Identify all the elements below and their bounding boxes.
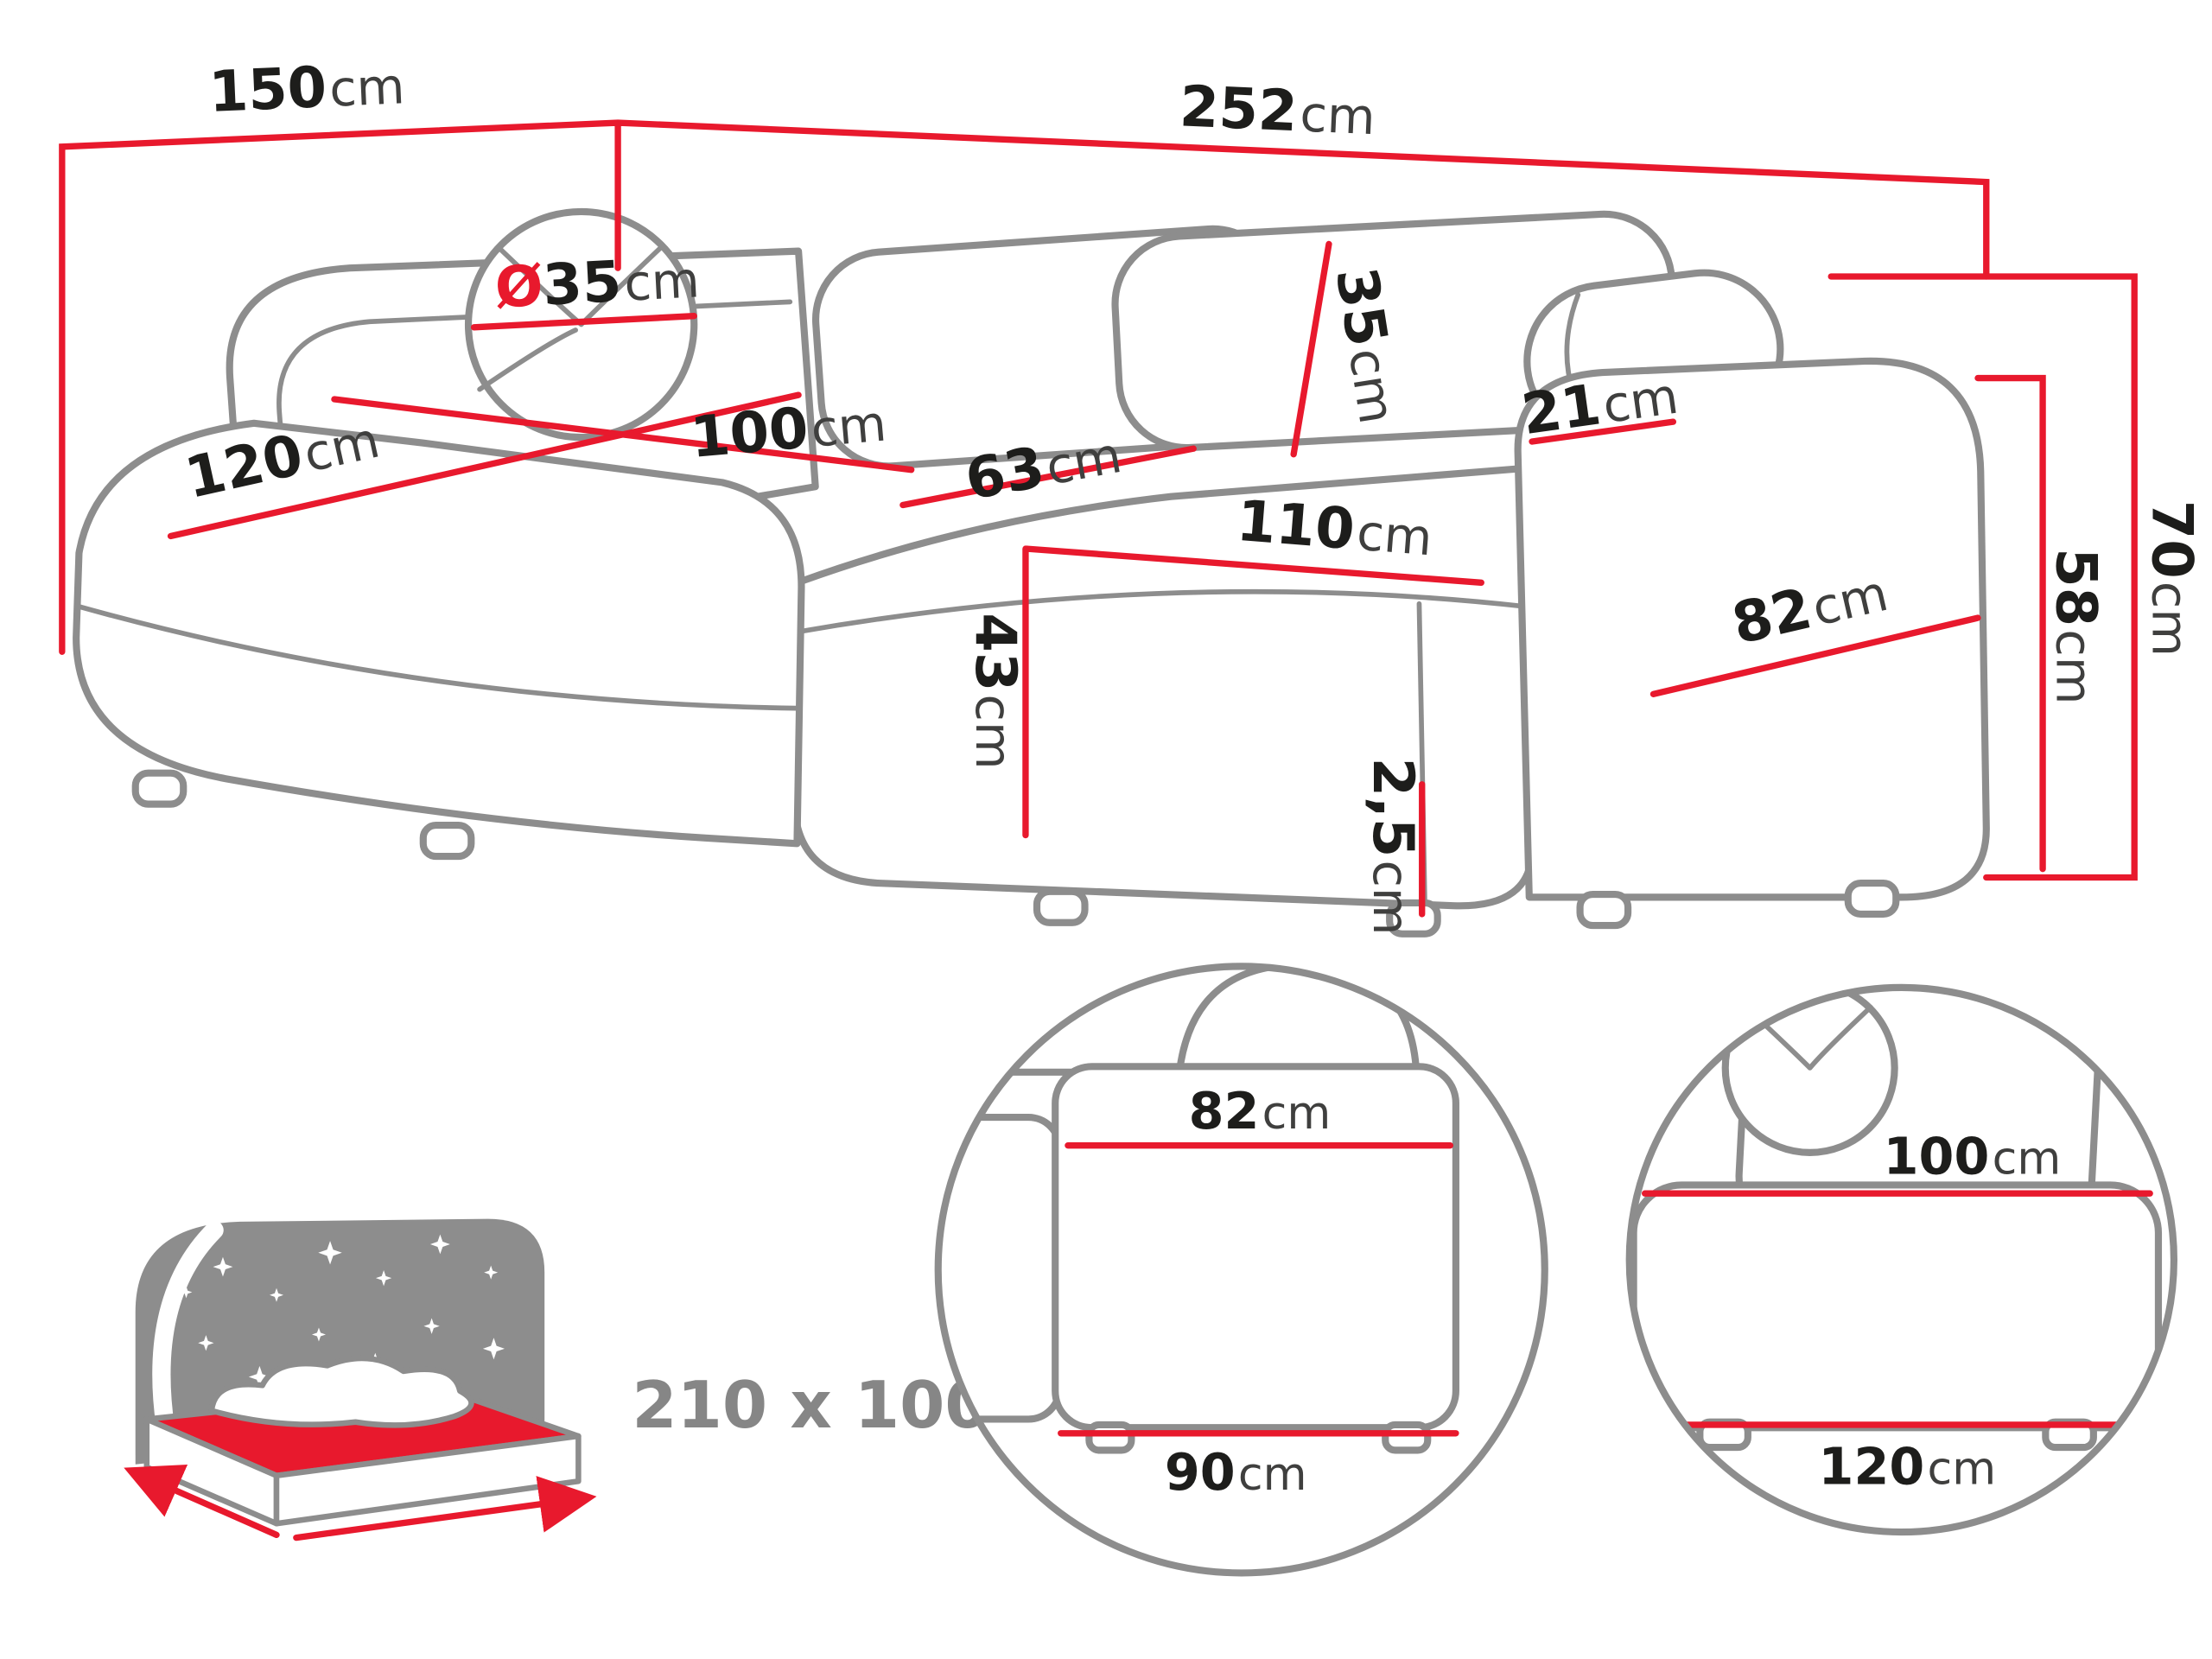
sleeping-function-icon: 210 x 100 bbox=[124, 1218, 990, 1541]
sleeping-size-label: 210 x 100 bbox=[632, 1367, 989, 1443]
main-seat-fold-edge bbox=[794, 588, 1529, 635]
dim-seat-width: 110cm bbox=[1023, 488, 1484, 586]
dim-leg-height-label: 2,5cm bbox=[1360, 758, 1426, 936]
sofa-leg bbox=[1033, 887, 1089, 926]
night-sky-swoosh bbox=[152, 1221, 224, 1459]
dim-back-cushion-height: 35cm bbox=[1290, 240, 1412, 458]
sofa-leg bbox=[419, 822, 475, 861]
dim-seat-width-label: 110cm bbox=[1235, 488, 1435, 569]
dim-overall-depth-label: 150cm bbox=[207, 51, 406, 125]
dim-overall-width: 252cm bbox=[1179, 73, 1377, 148]
sofa-leg bbox=[131, 769, 188, 808]
dim-armrest-height: 58cm bbox=[1974, 374, 2108, 873]
chaise-detail-circle bbox=[1625, 983, 2178, 1536]
dim-armrest-height-label: 58cm bbox=[2043, 548, 2108, 704]
dim-seat-height-label: 43cm bbox=[963, 613, 1028, 769]
sofa-leg bbox=[1576, 891, 1632, 930]
dim-total-height: 70cm bbox=[1827, 273, 2204, 881]
dim-armrest-width: 21cm bbox=[1518, 361, 1682, 448]
dim-chaise-depth-label: 100cm bbox=[688, 389, 888, 471]
dim-chaise-depth: 100cm bbox=[331, 389, 915, 474]
dimension-overlay: 150cm 252cm 70cm 58cm Ø35cm 35cm 120cm bbox=[59, 51, 2204, 936]
detail-armrest-panel bbox=[1052, 1063, 1459, 1432]
chaise-fold-edge bbox=[76, 604, 798, 711]
sofa-leg bbox=[1844, 879, 1900, 918]
dim-seat-height: 43cm bbox=[963, 545, 1029, 839]
dim-back-cushion-height-label: 35cm bbox=[1323, 263, 1412, 428]
chaise-backrest-inner-edge bbox=[276, 299, 793, 595]
dim-cushion-diameter-label: Ø35cm bbox=[493, 245, 701, 321]
dim-total-height-label: 70cm bbox=[2139, 500, 2204, 657]
detail-chaise-seat bbox=[1630, 1181, 2163, 1432]
perspective-frame-lines bbox=[59, 119, 1990, 655]
duvet bbox=[208, 1355, 474, 1428]
dim-seat-depth: 63cm bbox=[899, 420, 1197, 513]
dim-cushion-diameter: Ø35cm bbox=[470, 245, 701, 331]
sofa-leg bbox=[1386, 899, 1441, 938]
bed-length-arrow bbox=[293, 1476, 597, 1541]
bed-width-arrow bbox=[124, 1464, 280, 1538]
dim-overall-width-label: 252cm bbox=[1179, 73, 1377, 148]
detail-round-cushion bbox=[1721, 987, 1898, 1156]
dim-leg-height: 2,5cm bbox=[1360, 758, 1426, 936]
dim-overall-depth: 150cm bbox=[207, 51, 406, 125]
right-armrest bbox=[1514, 357, 1990, 901]
armrest-detail-circle bbox=[934, 963, 1548, 1577]
sofa-leg bbox=[1085, 1421, 1135, 1454]
sofa-leg bbox=[1382, 1421, 1432, 1454]
sofa-drawing bbox=[73, 207, 1990, 938]
dim-seat-depth-label: 63cm bbox=[960, 420, 1126, 513]
chaise-seat bbox=[73, 419, 805, 848]
dim-armrest-width-label: 21cm bbox=[1518, 361, 1682, 448]
